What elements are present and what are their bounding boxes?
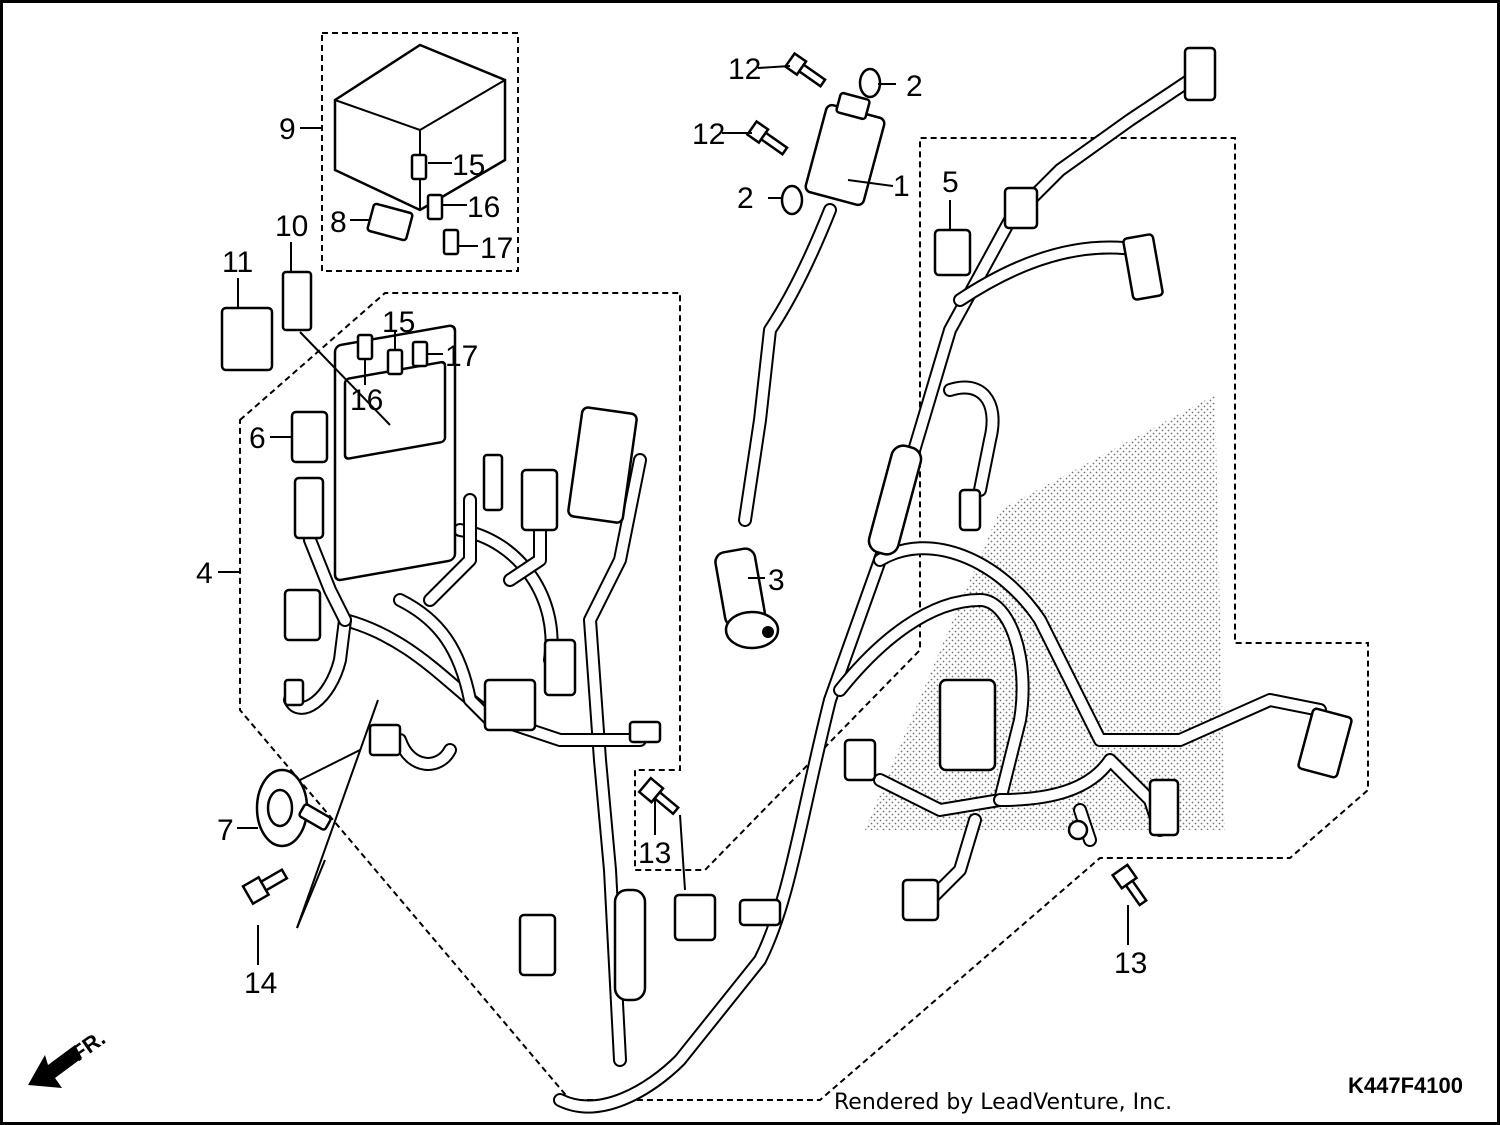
harness-connectors	[518, 46, 1353, 1002]
callout-17-upper: 17	[480, 232, 513, 265]
callout-12-upper: 12	[728, 53, 761, 86]
relay-11	[220, 306, 274, 372]
fuse-box-cover	[333, 43, 507, 212]
callout-6: 6	[249, 422, 266, 455]
callout-7: 7	[217, 814, 234, 847]
part-15-lower	[386, 348, 404, 376]
callout-16-upper: 16	[467, 191, 500, 224]
ignition-coil	[738, 91, 886, 527]
part-17-upper	[442, 228, 460, 256]
callout-8: 8	[330, 206, 347, 239]
callout-5: 5	[942, 166, 959, 199]
callouts: 1 2 2 3 4 5 6 7 8 9 10 11 12 12 13 13 14…	[196, 53, 1147, 1000]
callout-15-upper: 15	[452, 149, 485, 182]
callout-13-left: 13	[638, 837, 671, 870]
part-16-upper	[426, 193, 444, 221]
callout-1: 1	[893, 170, 910, 203]
sub-harness-parts	[283, 324, 662, 757]
callout-17-lower: 17	[445, 340, 478, 373]
part-17-lower	[411, 340, 429, 368]
callout-10: 10	[275, 210, 308, 243]
part-15-upper	[410, 153, 428, 181]
fuse-box-group-outline	[321, 32, 519, 272]
callout-11: 11	[222, 246, 253, 279]
front-direction-arrow: FR.	[28, 1025, 110, 1088]
callout-14: 14	[244, 967, 277, 1000]
part-2-lower	[780, 184, 804, 216]
part-8	[366, 202, 414, 242]
callout-15-lower: 15	[382, 306, 415, 339]
spark-plug-cap	[714, 547, 780, 650]
relay-10	[281, 270, 313, 332]
callout-2-upper: 2	[906, 70, 923, 103]
callout-12-lower: 12	[692, 118, 725, 151]
sub-harness-group-outline	[239, 137, 1369, 1101]
callout-2-lower: 2	[737, 182, 754, 215]
part-2-upper	[858, 67, 882, 99]
bolts	[241, 51, 1148, 907]
render-credit: Rendered by LeadVenture, Inc.	[834, 1090, 1173, 1115]
leader-lines	[218, 65, 1129, 965]
main-wire-harness	[553, 73, 1327, 1114]
callout-3: 3	[768, 564, 785, 597]
part-6	[290, 410, 329, 464]
horn	[255, 768, 332, 848]
callout-9: 9	[279, 113, 296, 146]
callout-16-lower: 16	[350, 384, 383, 417]
part-5	[933, 228, 972, 277]
callout-13-right: 13	[1114, 947, 1147, 980]
drawing-code: K447F4100	[1348, 1073, 1463, 1098]
callout-4: 4	[196, 557, 213, 590]
part-16-lower	[356, 333, 374, 361]
